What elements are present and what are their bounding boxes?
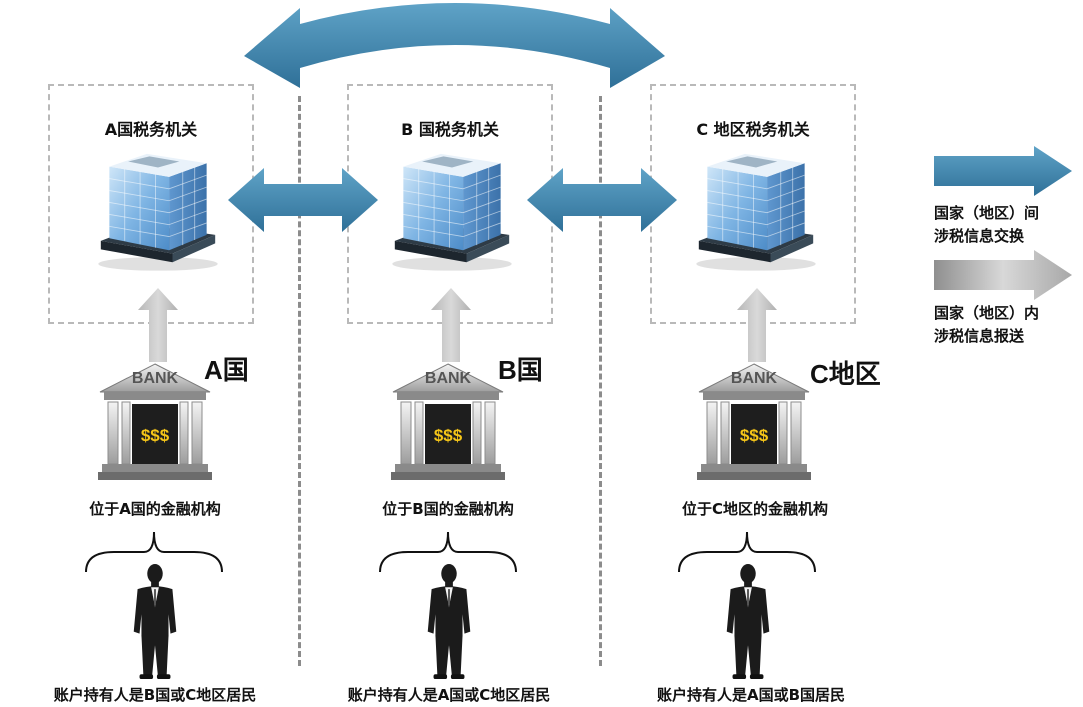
bank-sign-a: BANK <box>131 370 179 387</box>
holder-caption-c: 账户持有人是A国或B国居民 <box>656 686 846 704</box>
bank-money-a: $$$ <box>140 426 170 445</box>
tax-office-building-c <box>692 146 820 276</box>
country-label-c: C地区 <box>810 359 881 389</box>
bank-money-c: $$$ <box>739 426 769 445</box>
bank-caption-b: 位于B国的金融机构 <box>382 500 514 518</box>
legend-report-label: 国家（地区）内 涉税信息报送 <box>934 302 1039 348</box>
office-title-b: B 国税务机关 <box>401 120 499 139</box>
bank-icon-b: BANK $$$ <box>391 363 505 482</box>
report-arrow-c <box>737 288 777 362</box>
bank-icon-c: BANK $$$ <box>697 363 811 482</box>
tax-office-building-a <box>94 146 222 276</box>
tax-office-building-b <box>388 146 516 276</box>
country-label-b: B国 <box>498 355 543 385</box>
legend-exchange-label: 国家（地区）间 涉税信息交换 <box>934 202 1039 248</box>
office-title-a: A国税务机关 <box>104 120 198 139</box>
holder-caption-a: 账户持有人是B国或C地区居民 <box>53 686 257 704</box>
account-holder-figure-b <box>420 564 478 680</box>
brace-c <box>678 531 816 573</box>
bank-money-b: $$$ <box>433 426 463 445</box>
exchange-arrow-ab <box>228 168 378 232</box>
legend-report-line1: 国家（地区）内 <box>934 304 1040 322</box>
account-holder-figure-a <box>126 564 184 680</box>
legend-exchange-line2: 涉税信息交换 <box>934 227 1025 245</box>
legend-exchange-line1: 国家（地区）间 <box>934 204 1040 222</box>
brace-b <box>379 531 517 573</box>
holder-caption-b: 账户持有人是A国或C地区居民 <box>347 686 551 704</box>
bank-sign-c: BANK <box>730 370 778 387</box>
account-holder-figure-c <box>719 564 777 680</box>
brace-a <box>85 531 223 573</box>
country-label-a: A国 <box>204 355 249 385</box>
office-title-c: C 地区税务机关 <box>696 120 810 139</box>
divider-ab <box>298 96 301 666</box>
bank-caption-a: 位于A国的金融机构 <box>89 500 221 518</box>
legend-exchange-arrow-icon <box>934 146 1072 196</box>
legend-report-line2: 涉税信息报送 <box>934 327 1025 345</box>
divider-bc <box>599 96 602 666</box>
bank-caption-c: 位于C地区的金融机构 <box>681 500 828 518</box>
report-arrow-a <box>138 288 178 362</box>
arc-exchange-arrow <box>244 3 665 88</box>
bank-icon-a: BANK $$$ <box>98 363 212 482</box>
exchange-arrow-bc <box>527 168 677 232</box>
bank-sign-b: BANK <box>424 370 472 387</box>
report-arrow-b <box>431 288 471 362</box>
legend-report-arrow-icon <box>934 250 1072 300</box>
